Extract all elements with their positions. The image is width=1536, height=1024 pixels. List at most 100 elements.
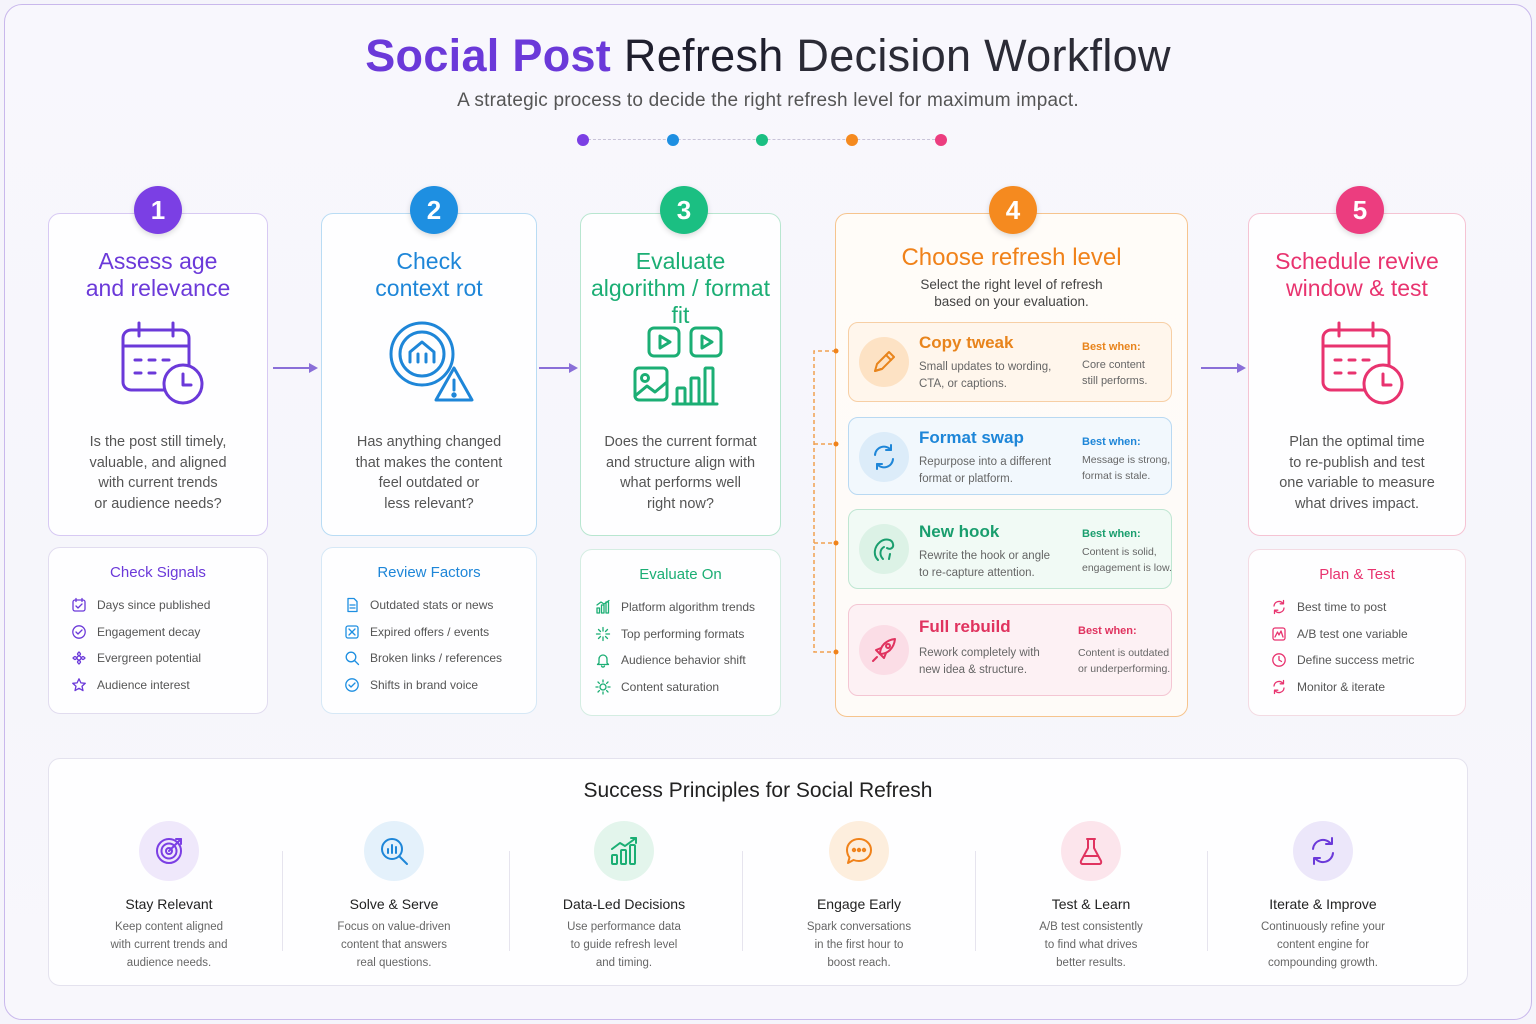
- check-circle-icon: [71, 624, 97, 640]
- sun-icon: [595, 679, 621, 695]
- title-highlight: Social Post: [365, 30, 612, 81]
- panel-list-item: Expired offers / events: [344, 619, 528, 646]
- star-icon: [71, 677, 97, 693]
- progress-dot: [666, 134, 679, 146]
- best-when-label: Best when:: [1082, 436, 1141, 448]
- panel-list-label: Broken links / references: [370, 651, 503, 666]
- step-1-card: Assess age and relevance Is the post sti…: [48, 213, 268, 536]
- panel-list-label: Top performing formats: [621, 626, 745, 641]
- option-full-rebuild[interactable]: Full rebuild Rework completely with new …: [848, 604, 1172, 696]
- step-description: Does the current format and structure al…: [604, 434, 757, 512]
- option-new-hook[interactable]: New hook Rewrite the hook or angle to re…: [848, 509, 1172, 589]
- target-warning-icon: [386, 318, 478, 410]
- expired-icon: [344, 624, 370, 640]
- clock-icon: [1271, 652, 1297, 668]
- best-when-label: Best when:: [1082, 528, 1141, 540]
- panel-list-label: Platform algorithm trends: [621, 600, 756, 615]
- step-description: Select the right level of refresh based …: [920, 277, 1103, 309]
- option-description: Repurpose into a different format or pla…: [919, 456, 1052, 485]
- title-middle: Refresh: [623, 30, 784, 81]
- principle-name: Engage Early: [816, 896, 902, 912]
- panel-list-item: Engagement decay: [71, 619, 259, 646]
- principle-description: Use performance data to guide refresh le…: [567, 921, 681, 969]
- broken-link-icon: [344, 650, 370, 666]
- rocket-icon: [859, 625, 909, 675]
- panel-title: Check Signals: [110, 564, 206, 581]
- progress-dots: [577, 133, 951, 147]
- principle-divider: [281, 851, 283, 951]
- step-2-badge: 2: [410, 186, 458, 234]
- page-title: Social Post Refresh Decision Workflow: [0, 30, 1536, 82]
- panel-list-label: Define success metric: [1297, 653, 1415, 668]
- refresh-icon: [1271, 599, 1297, 615]
- flask-icon: [1061, 821, 1121, 881]
- success-principles-panel: Success Principles for Social Refresh St…: [48, 758, 1468, 986]
- panel-list-item: Evergreen potential: [71, 645, 259, 672]
- document-icon: [344, 597, 370, 613]
- step-description: Is the post still timely, valuable, and …: [89, 434, 227, 512]
- step-title: Evaluate algorithm / format fit: [591, 248, 770, 328]
- flow-arrow-2-3: [539, 363, 578, 373]
- page-subtitle: A strategic process to decide the right …: [457, 90, 1079, 111]
- step-4-badge: 4: [989, 186, 1037, 234]
- principle-description: Continuously refine your content engine …: [1260, 921, 1385, 969]
- panel-list-label: Engagement decay: [97, 624, 201, 639]
- principle-name: Stay Relevant: [125, 896, 213, 912]
- title-end: Decision Workflow: [796, 30, 1171, 81]
- step-5-badge: 5: [1336, 186, 1384, 234]
- bar-chart-icon: [595, 599, 621, 615]
- panel-list-item: Shifts in brand voice: [344, 672, 528, 699]
- step-title: Choose refresh level: [901, 244, 1122, 271]
- principle-divider: [509, 851, 510, 951]
- step-5-card: Schedule revive window & test Plan the o…: [1248, 213, 1466, 536]
- panel-list-label: Outdated stats or news: [370, 598, 494, 613]
- calendar-clock-icon: [117, 318, 209, 410]
- principle-divider: [741, 851, 743, 951]
- sparkle-icon: [595, 626, 621, 642]
- panel-list-item: Audience behavior shift: [595, 647, 772, 674]
- best-when-label: Best when:: [1078, 625, 1137, 637]
- option-format-swap[interactable]: Format swap Repurpose into a different f…: [848, 417, 1172, 495]
- flow-arrow-4-5: [1201, 363, 1246, 373]
- step-description: Plan the optimal time to re-publish and …: [1279, 434, 1435, 512]
- hook-icon: [859, 524, 909, 574]
- option-title: Copy tweak: [919, 333, 1014, 352]
- options-branch-connector: [813, 348, 839, 655]
- panel-title: Plan & Test: [1319, 566, 1395, 583]
- panel-list-item: Outdated stats or news: [344, 592, 528, 619]
- panel-list-label: Audience behavior shift: [621, 653, 746, 668]
- principles-title: Success Principles for Social Refresh: [583, 779, 933, 802]
- principle-name: Data-Led Decisions: [562, 896, 686, 912]
- option-description: Rework completely with new idea & struct…: [919, 647, 1040, 676]
- panel-list-item: Platform algorithm trends: [595, 594, 772, 621]
- option-title: Full rebuild: [919, 617, 1011, 636]
- panel-list-item: Define success metric: [1271, 647, 1457, 674]
- option-copy-tweak[interactable]: Copy tweak Small updates to wording, CTA…: [848, 322, 1172, 402]
- principle-description: A/B test consistently to find what drive…: [1039, 921, 1143, 969]
- best-when-text: Content is outdated or underperforming.: [1078, 647, 1171, 675]
- panel-list-item: Top performing formats: [595, 621, 772, 648]
- step-description: Has anything changed that makes the cont…: [355, 434, 503, 512]
- refresh-icon: [1271, 679, 1297, 695]
- cycle-arrows-icon: [1293, 821, 1353, 881]
- calendar-check-icon: [71, 597, 97, 613]
- panel-list-item: Days since published: [71, 592, 259, 619]
- principle-name: Solve & Serve: [349, 896, 439, 912]
- magnifier-chart-icon: [364, 821, 424, 881]
- best-when-text: Message is strong, format is stale.: [1082, 454, 1171, 482]
- best-when-text: Content is solid, engagement is low.: [1082, 546, 1172, 574]
- panel-title: Review Factors: [377, 564, 481, 581]
- progress-dot: [756, 134, 768, 146]
- panel-list-item: Broken links / references: [344, 645, 528, 672]
- panel-list-item: A/B test one variable: [1271, 621, 1457, 648]
